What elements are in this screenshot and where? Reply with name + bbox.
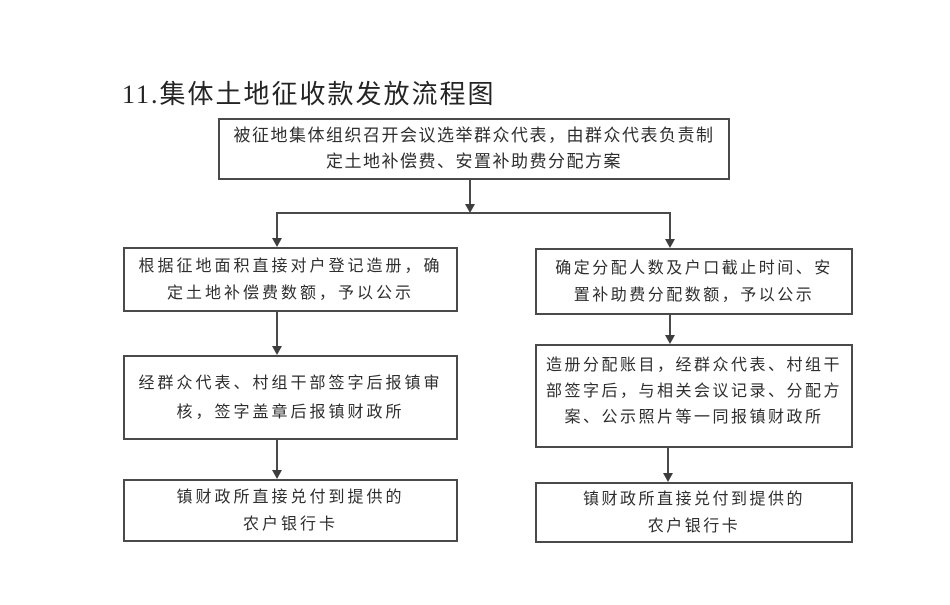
connector-right-1-2: [669, 315, 671, 336]
flow-box-right-3-line-1: 镇财政所直接兑付到提供的: [582, 490, 805, 508]
flow-box-left-3-line-2: 农户银行卡: [242, 515, 338, 533]
page-title: 11.集体土地征收款发放流程图: [122, 80, 496, 109]
flow-box-left-2: 经群众代表、村组干部签字后报镇审 核，签字盖章后报镇财政所: [123, 355, 458, 440]
flow-box-right-2: 造册分配账目，经群众代表、村组干 部签字后，与相关会议记录、分配方 案、公示照片…: [535, 344, 853, 448]
connector-left-2-3: [276, 440, 278, 470]
arrowhead-down-icon: [272, 346, 282, 355]
connector-left-1-2: [276, 312, 278, 346]
arrowhead-down-icon: [665, 335, 675, 344]
flow-box-left-2-line-2: 核，签字盖章后报镇财政所: [176, 403, 405, 421]
flow-box-left-3-line-1: 镇财政所直接兑付到提供的: [176, 488, 405, 506]
connector-left-drop: [276, 213, 278, 239]
flow-box-right-3: 镇财政所直接兑付到提供的 农户银行卡: [535, 482, 853, 543]
flow-box-top-line-1: 被征地集体组织召开会议选举群众代表，由群众代表负责制: [233, 126, 715, 145]
flow-box-right-3-line-2: 农户银行卡: [647, 517, 741, 535]
arrowhead-down-icon: [663, 473, 673, 482]
flow-box-top: 被征地集体组织召开会议选举群众代表，由群众代表负责制 定土地补偿费、安置补助费分…: [218, 118, 730, 180]
arrowhead-down-icon: [465, 204, 475, 213]
flow-box-left-2-line-1: 经群众代表、村组干部签字后报镇审: [138, 374, 443, 392]
arrowhead-down-icon: [272, 238, 282, 247]
flow-box-left-1-line-1: 根据征地面积直接对户登记造册，确: [138, 257, 443, 275]
connector-top-stem: [469, 180, 471, 205]
flow-box-left-3: 镇财政所直接兑付到提供的 农户银行卡: [123, 479, 458, 542]
flow-box-right-2-line-1: 造册分配账目，经群众代表、村组干: [545, 357, 842, 374]
flow-box-right-2-line-3: 案、公示照片等一同报镇财政所: [564, 409, 824, 426]
connector-right-2-3: [667, 448, 669, 473]
flow-box-left-1-line-2: 定土地补偿费数额，予以公示: [166, 284, 414, 302]
flow-box-right-1-line-2: 置补助费分配数额，予以公示: [573, 286, 815, 304]
flow-box-top-line-2: 定土地补偿费、安置补助费分配方案: [326, 152, 622, 171]
flow-box-right-1: 确定分配人数及户口截止时间、安 置补助费分配数额，予以公示: [535, 248, 853, 315]
connector-split-bar: [276, 212, 671, 214]
flow-box-right-1-line-1: 确定分配人数及户口截止时间、安: [555, 259, 833, 277]
flow-box-left-1: 根据征地面积直接对户登记造册，确 定土地补偿费数额，予以公示: [123, 247, 458, 312]
flow-box-right-2-line-2: 部签字后，与相关会议记录、分配方: [545, 383, 842, 400]
connector-right-drop: [669, 213, 671, 240]
arrowhead-down-icon: [272, 470, 282, 479]
arrowhead-down-icon: [665, 239, 675, 248]
